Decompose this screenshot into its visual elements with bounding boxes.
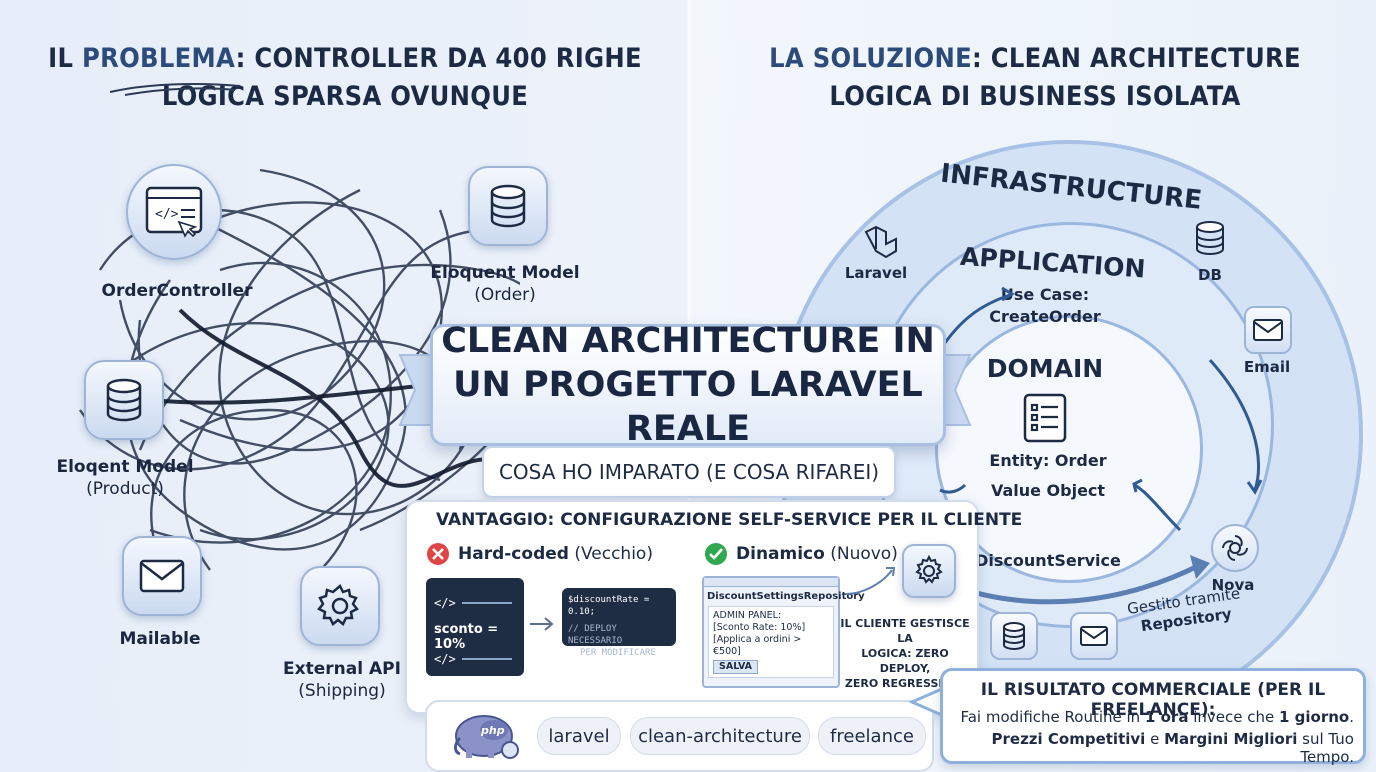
envelope-icon <box>1080 626 1108 646</box>
tag-clean-architecture[interactable]: clean-architecture <box>630 717 810 755</box>
database-icon <box>490 184 526 228</box>
mail-node-bottom <box>1070 612 1118 660</box>
underline-scribble <box>109 83 241 96</box>
new-option-label: Dinamico (Nuovo) <box>736 544 898 564</box>
svg-text:</>: </> <box>155 207 179 222</box>
nova-label: Nova <box>1211 576 1255 594</box>
title-line-1: CLEAN ARCHITECTURE IN <box>441 321 935 361</box>
mailable-label: Mailable <box>119 629 201 649</box>
flow-arrows <box>938 286 1263 532</box>
envelope-icon <box>139 559 185 593</box>
title-line-2: UN PROGETTO LARAVEL REALE <box>453 365 923 449</box>
nova-node <box>1211 524 1259 572</box>
use-case-label: Use Case:CreateOrder <box>989 285 1101 326</box>
curved-arrow-icon <box>845 567 896 595</box>
order-controller-label: OrderController <box>101 281 253 301</box>
gear-icon <box>915 555 943 584</box>
old-option-label: Hard-coded (Vecchio) <box>458 544 653 564</box>
code-window-icon: </> <box>145 186 203 238</box>
domain-ring <box>935 315 1203 583</box>
check-icon <box>704 542 728 570</box>
tag-freelance[interactable]: freelance <box>818 717 926 755</box>
order-model-label: Eloquent Model (Order) <box>430 263 580 305</box>
value-object-label: Value Object <box>990 481 1106 500</box>
result-line-1: Fai modifiche Routine in 1 ora invece ch… <box>960 708 1354 726</box>
order-controller-node: </> <box>126 164 222 260</box>
email-node <box>1244 306 1292 354</box>
email-label: Email <box>1243 358 1291 376</box>
solution-heading: LA SOLUZIONE: CLEAN ARCHITECTURE LOGICA … <box>769 43 1301 112</box>
subtitle-box: COSA HO IMPARATO (E COSA RIFAREI) <box>482 446 896 498</box>
gear-icon <box>317 584 359 626</box>
advantage-title: VANTAGGIO: CONFIGURAZIONE SELF-SERVICE P… <box>436 510 1023 530</box>
db-icon <box>1194 220 1226 262</box>
db-label: DB <box>1198 266 1222 284</box>
external-api-node <box>300 566 380 646</box>
external-api-label: External API (Shipping) <box>283 659 401 701</box>
result-box <box>940 668 1366 764</box>
php-elephant-icon: php <box>448 708 524 766</box>
discount-service-label: DiscountService <box>975 551 1121 570</box>
nova-icon <box>1222 535 1248 561</box>
order-model-node <box>468 166 548 246</box>
tag-laravel[interactable]: laravel <box>537 717 621 755</box>
database-icon <box>1003 622 1025 650</box>
hardcoded-code-card: </> sconto = 10% </> <box>426 578 524 676</box>
envelope-icon <box>1253 319 1283 341</box>
document-icon <box>1022 392 1070 448</box>
save-button[interactable]: SALVA <box>713 660 758 674</box>
db-node-bottom <box>990 612 1038 660</box>
database-icon <box>106 378 142 422</box>
cross-icon <box>426 542 450 570</box>
problem-heading: IL PROBLEMA: CONTROLLER DA 400 RIGHE LOG… <box>48 43 642 112</box>
arrow-right-icon <box>530 617 554 631</box>
laravel-label: Laravel <box>844 264 908 282</box>
result-line-2: Prezzi Competitivi e Margini Migliori su… <box>991 730 1354 766</box>
svg-text:php: php <box>480 724 505 737</box>
laravel-icon <box>862 224 900 266</box>
discount-rate-code: $discountRate = 0.10; // DEPLOY NECESSAR… <box>562 588 676 658</box>
domain-label: DOMAIN <box>986 354 1104 383</box>
mailable-node <box>122 536 202 616</box>
settings-node <box>902 544 956 598</box>
result-title: IL RISULTATO COMMERCIALE (PER IL FREELAN… <box>980 680 1326 720</box>
product-model-node <box>84 360 164 440</box>
repository-window: DiscountSettingsRepository ADMIN PANEL: … <box>702 576 865 688</box>
product-model-label: Eloqent Model (Product) <box>56 457 194 499</box>
entity-label: Entity: Order <box>989 451 1107 470</box>
